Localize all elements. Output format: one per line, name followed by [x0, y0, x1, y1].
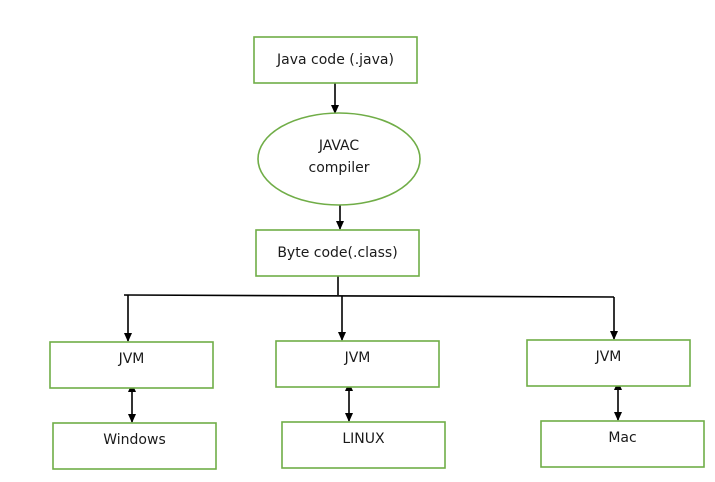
jvm-node-windows: JVM [49, 341, 214, 389]
compiler-node: JAVAC compiler [257, 112, 421, 206]
jvm-node-linux: JVM [275, 340, 440, 388]
platform-node-mac: Mac [540, 420, 705, 468]
compiler-label-line1: JAVAC [318, 138, 360, 154]
jvm-label: JVM [344, 350, 371, 366]
platform-label-linux: LINUX [342, 431, 385, 447]
source-label: Java code (.java) [276, 52, 394, 68]
bytecode-node: Byte code(.class) [255, 229, 420, 277]
edge-distribution-bus [123, 294, 615, 298]
platform-label-windows: Windows [103, 432, 166, 448]
jvm-label: JVM [595, 349, 622, 365]
jvm-node-mac: JVM [526, 339, 691, 387]
platform-node-linux: LINUX [281, 421, 446, 469]
compiler-label-line2: compiler [309, 160, 370, 176]
bytecode-label: Byte code(.class) [277, 245, 397, 261]
source-node: Java code (.java) [253, 36, 418, 84]
platform-label-mac: Mac [608, 430, 636, 446]
jvm-label: JVM [118, 351, 145, 367]
platform-node-windows: Windows [52, 422, 217, 470]
